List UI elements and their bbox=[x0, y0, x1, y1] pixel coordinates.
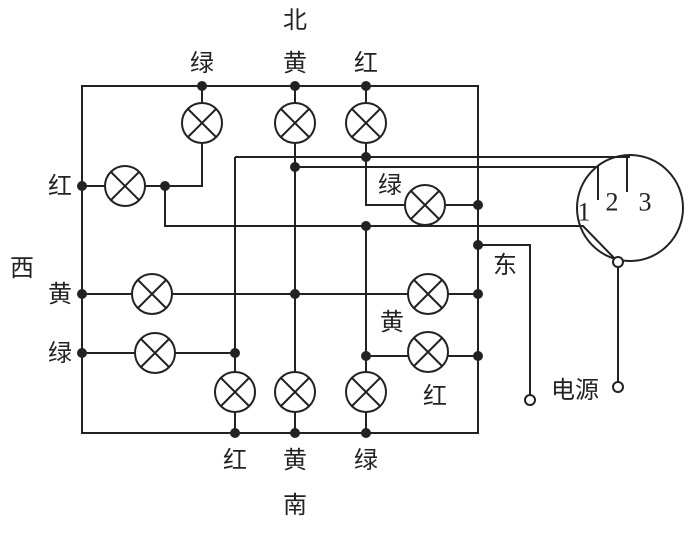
east-red-label: 红 bbox=[423, 382, 447, 410]
junction-dot bbox=[290, 428, 300, 438]
north-yellow-label: 黄 bbox=[283, 49, 307, 77]
junction-dot bbox=[230, 348, 240, 358]
junction-dot bbox=[473, 200, 483, 210]
lamp-icon bbox=[407, 273, 449, 315]
junction-dot bbox=[197, 81, 207, 91]
north-red-label: 红 bbox=[354, 49, 378, 77]
junction-dot bbox=[361, 221, 371, 231]
switch-position-2: 2 bbox=[606, 188, 619, 217]
lamp-icon bbox=[131, 273, 173, 315]
junction-dot bbox=[77, 181, 87, 191]
power-label: 电源 bbox=[551, 376, 599, 404]
junction-dot bbox=[230, 428, 240, 438]
west-red-label: 红 bbox=[48, 172, 72, 200]
switch-position-1: 1 bbox=[578, 198, 591, 227]
switch-pivot bbox=[612, 256, 624, 268]
junction-dot bbox=[77, 289, 87, 299]
east-label: 东 bbox=[493, 251, 517, 279]
west-green-label: 绿 bbox=[48, 339, 72, 367]
lamp-icon bbox=[407, 331, 449, 373]
south-label: 南 bbox=[283, 491, 307, 519]
south-yellow-label: 黄 bbox=[283, 446, 307, 474]
junction-dot bbox=[290, 162, 300, 172]
junction-dot bbox=[361, 351, 371, 361]
lamp-icon bbox=[181, 102, 223, 144]
junction-dot bbox=[361, 428, 371, 438]
north-green-label: 绿 bbox=[190, 49, 214, 77]
junctions bbox=[77, 81, 483, 438]
south-green-label: 绿 bbox=[354, 446, 378, 474]
lamps bbox=[104, 102, 449, 413]
east-green-label: 绿 bbox=[378, 171, 402, 199]
junction-dot bbox=[473, 240, 483, 250]
junction-dot bbox=[290, 289, 300, 299]
lamp-icon bbox=[345, 371, 387, 413]
north-label: 北 bbox=[283, 6, 307, 34]
junction-dot bbox=[160, 181, 170, 191]
junction-dot bbox=[361, 152, 371, 162]
power-terminal bbox=[612, 381, 624, 393]
junction-dot bbox=[473, 289, 483, 299]
lamp-icon bbox=[345, 102, 387, 144]
lamp-icon bbox=[404, 184, 446, 226]
lamp-icon bbox=[214, 371, 256, 413]
junction-dot bbox=[361, 81, 371, 91]
junction-dot bbox=[77, 348, 87, 358]
lamp-icon bbox=[104, 165, 146, 207]
lamp-icon bbox=[134, 332, 176, 374]
east-yellow-label: 黄 bbox=[380, 308, 404, 336]
lamp-icon bbox=[274, 371, 316, 413]
switch-position-3: 3 bbox=[639, 188, 652, 217]
west-label: 西 bbox=[10, 254, 34, 282]
power-terminal bbox=[524, 394, 536, 406]
west-yellow-label: 黄 bbox=[48, 280, 72, 308]
rotary-switch bbox=[576, 154, 684, 262]
south-red-label: 红 bbox=[223, 446, 247, 474]
lamp-icon bbox=[274, 102, 316, 144]
junction-dot bbox=[290, 81, 300, 91]
junction-dot bbox=[473, 351, 483, 361]
